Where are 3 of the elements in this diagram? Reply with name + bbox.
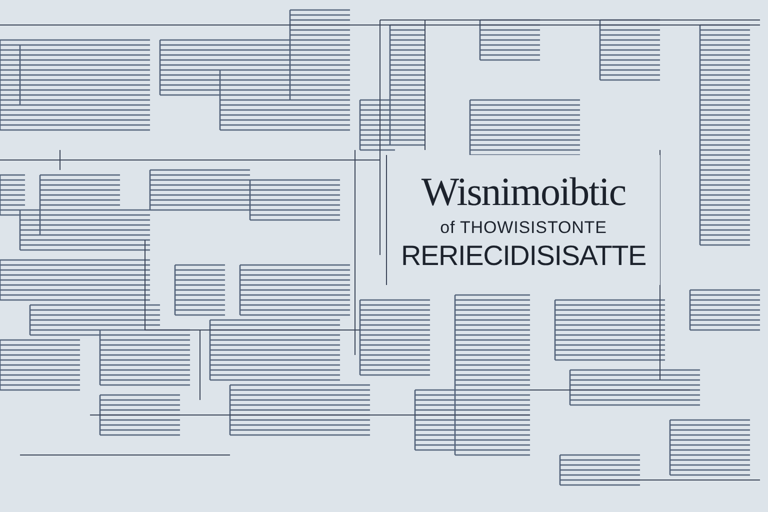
title-heading: Wisnimoibtic [421, 168, 626, 216]
title-heading: RERIECIDISISATTE [401, 239, 646, 274]
title-subheading: of THOWISISTONTE [440, 216, 607, 238]
